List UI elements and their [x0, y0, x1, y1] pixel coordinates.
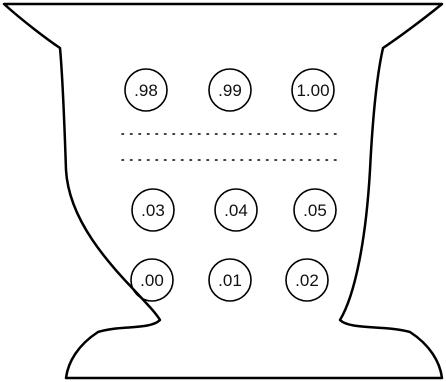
- ball-bottom-3: .02: [286, 259, 328, 301]
- ball-middle-3: .05: [294, 189, 336, 231]
- ball-label: .00: [140, 271, 164, 290]
- ball-bottom-2: .01: [209, 259, 251, 301]
- ball-label: .04: [224, 201, 248, 220]
- ball-label: 1.00: [296, 81, 329, 100]
- ball-label: .01: [218, 271, 242, 290]
- ball-bottom-1: .00: [131, 259, 173, 301]
- ball-top-3: 1.00: [292, 69, 334, 111]
- ball-top-1: .98: [125, 69, 167, 111]
- ball-label: .05: [303, 201, 327, 220]
- ball-label: .98: [134, 81, 158, 100]
- ball-label: .99: [218, 81, 242, 100]
- ball-middle-2: .04: [215, 189, 257, 231]
- urn-outline: [4, 4, 442, 378]
- ball-label: .03: [141, 201, 165, 220]
- ball-middle-1: .03: [132, 189, 174, 231]
- ball-top-2: .99: [209, 69, 251, 111]
- ball-label: .02: [295, 271, 319, 290]
